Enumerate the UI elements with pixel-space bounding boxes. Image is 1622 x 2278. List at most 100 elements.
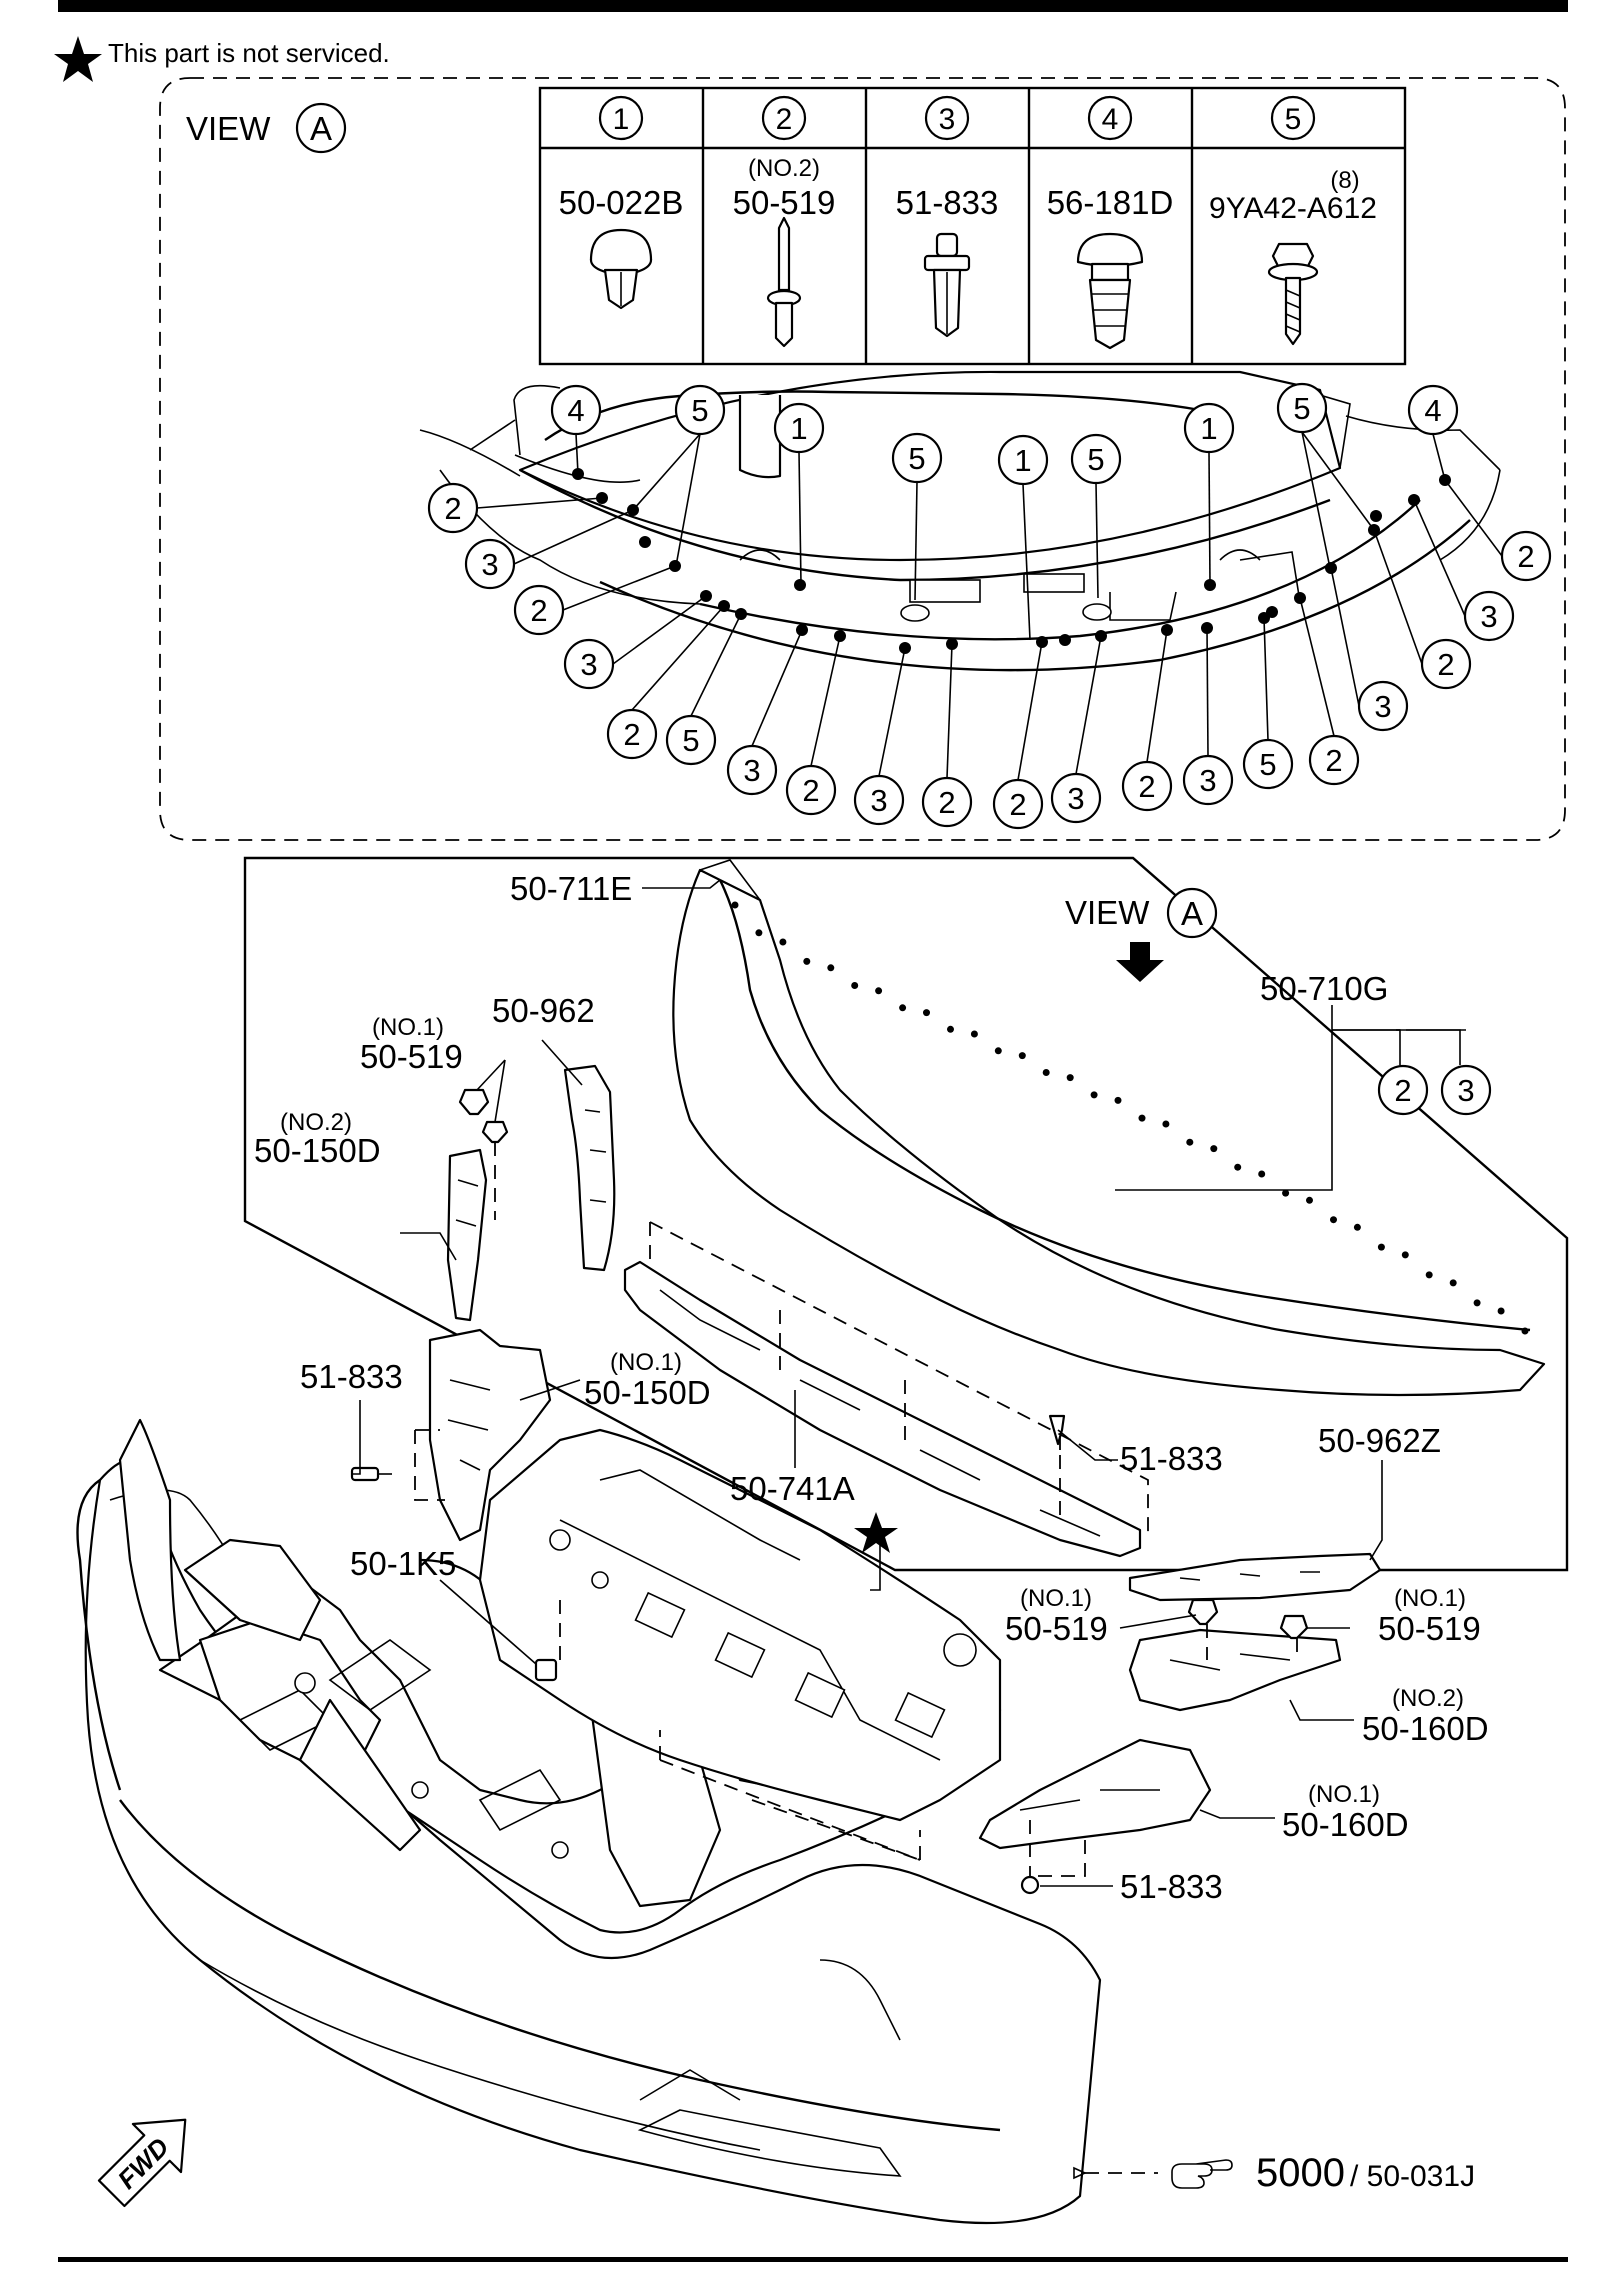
callout-leader xyxy=(513,509,634,565)
view-a-callout: 2 xyxy=(785,764,837,816)
label-no1-b: (NO.1) xyxy=(610,1349,682,1376)
view-a-callout: 2 xyxy=(992,778,1044,830)
view-a-callout-number: 3 xyxy=(481,547,498,582)
part-50-150d-no2 xyxy=(446,1148,488,1322)
label-no1-d: (NO.1) xyxy=(1394,1585,1466,1612)
view-a-callout-number: 3 xyxy=(580,647,597,682)
view-a-callout-number: 1 xyxy=(1200,411,1217,446)
main-part-labels: 50-711E 50-710G 50-962 (NO.1) 50-519 (NO… xyxy=(254,870,1489,1905)
label-50-150d-b: 50-150D xyxy=(584,1374,711,1411)
view-a-callout: 5 xyxy=(1276,382,1328,434)
part-50-962 xyxy=(563,1064,616,1272)
cross-reference: 5000 / 50-031J xyxy=(1073,2151,1475,2195)
view-a-callout: 2 xyxy=(1500,530,1552,582)
fastener-cell-number-circle xyxy=(1087,95,1133,141)
label-50-160d-b: 50-160D xyxy=(1282,1806,1409,1843)
fastener-cell-number: 3 xyxy=(939,103,956,136)
callout-leader xyxy=(1444,479,1503,557)
absorber-hole xyxy=(1258,1170,1266,1178)
absorber-hole xyxy=(1353,1223,1361,1231)
view-a-callout-number: 5 xyxy=(1087,442,1104,477)
label-no1-f: (NO.1) xyxy=(1308,1781,1380,1808)
fastener-point xyxy=(794,579,806,591)
fastener-51-833-b xyxy=(1048,1414,1066,1446)
view-a-callout: 4 xyxy=(1407,384,1459,436)
rivet-icon xyxy=(766,216,802,348)
view-a-callout: 2 xyxy=(1308,734,1360,786)
view-a-callout: 1 xyxy=(997,434,1049,486)
not-serviced-note: This part is not serviced. xyxy=(54,36,390,82)
view-a-callout: 2 xyxy=(513,584,565,636)
main-frame xyxy=(243,856,1569,1572)
part-50-962z xyxy=(1128,1552,1382,1602)
svg-text:2: 2 xyxy=(1394,1073,1411,1108)
view-a-callout: 3 xyxy=(464,538,516,590)
view-a-callout: 3 xyxy=(1050,772,1102,824)
top-rule xyxy=(58,0,1568,12)
view-a-callout: 2 xyxy=(606,708,658,760)
bottom-rule xyxy=(58,2257,1568,2262)
view-a-callout-number: 1 xyxy=(790,411,807,446)
fastener-table-cells: 150-022B2(NO.2)50-519351-833456-181D5(8)… xyxy=(559,95,1377,225)
view-a-callout: 3 xyxy=(1357,680,1409,732)
view-a-callout-number: 2 xyxy=(802,773,819,808)
fastener-50-1k5 xyxy=(534,1658,558,1682)
absorber-hole xyxy=(1066,1074,1074,1082)
absorber-hole xyxy=(1042,1069,1050,1076)
absorber-hole xyxy=(1473,1299,1481,1307)
fastener-cell-number-circle xyxy=(598,95,644,141)
absorber-hole xyxy=(1234,1163,1242,1171)
view-a-callout: 3 xyxy=(853,774,905,826)
plastic-rivet-icon xyxy=(923,232,971,338)
view-a-callout: 4 xyxy=(550,384,602,436)
absorber-hole xyxy=(1282,1189,1290,1197)
view-a-callout-number: 2 xyxy=(938,785,955,820)
label-50-160d-a: 50-160D xyxy=(1362,1710,1489,1747)
view-a-callout: 1 xyxy=(773,402,825,454)
absorber-hole xyxy=(827,964,835,972)
down-arrow-icon xyxy=(1116,942,1164,982)
fastener-cell-qualifier: (NO.2) xyxy=(748,155,820,182)
view-a-callout-number: 5 xyxy=(682,723,699,758)
callout-leader xyxy=(1208,451,1211,586)
fastener-cell-number-circle xyxy=(924,95,970,141)
fastener-cell-4: 456-181D xyxy=(1047,95,1174,221)
absorber-hole xyxy=(947,1025,954,1033)
label-51-833-b: 51-833 xyxy=(1120,1440,1223,1477)
callout-leader xyxy=(575,433,579,475)
absorber-hole xyxy=(1090,1091,1098,1099)
absorber-hole xyxy=(1018,1052,1026,1060)
view-a-callout-number: 4 xyxy=(567,393,584,428)
part-50-711e-absorber xyxy=(672,859,1546,1397)
fastener-cell-part-number: 56-181D xyxy=(1047,184,1174,221)
label-50-962: 50-962 xyxy=(492,992,595,1029)
absorber-hole xyxy=(1162,1120,1170,1128)
callout-leader xyxy=(612,595,707,665)
label-50-150d-a: 50-150D xyxy=(254,1132,381,1169)
view-a-callout: 5 xyxy=(665,714,717,766)
fastener-cell-part-number: 51-833 xyxy=(896,184,999,221)
fastener-cell-3: 3 51-833 xyxy=(896,95,999,221)
fastener-point xyxy=(1370,510,1382,522)
svg-text:VIEW: VIEW xyxy=(1065,894,1150,931)
star-icon xyxy=(54,36,102,82)
callout-leader xyxy=(1299,597,1335,737)
view-a-callout-number: 3 xyxy=(870,783,887,818)
fastener-51-833-c xyxy=(1020,1875,1040,1895)
callout-leader xyxy=(1146,629,1168,763)
fastener-50-519-b xyxy=(481,1120,509,1144)
view-a-callout-number: 3 xyxy=(1374,689,1391,724)
view-a-callout: 3 xyxy=(726,744,778,796)
fastener-cell-qualifier: (8) xyxy=(1330,167,1359,194)
callout-leader xyxy=(751,629,803,747)
absorber-hole xyxy=(803,957,811,965)
fastener-point xyxy=(1059,634,1071,646)
part-50-150d-no1 xyxy=(428,1328,552,1542)
part-50-1k5-panel xyxy=(478,1428,1002,1822)
view-a-callout: 3 xyxy=(1182,754,1234,806)
callout-leader xyxy=(562,565,676,611)
callout-leader xyxy=(675,433,701,567)
callout-leader xyxy=(476,497,603,509)
label-51-833-c: 51-833 xyxy=(1120,1868,1223,1905)
